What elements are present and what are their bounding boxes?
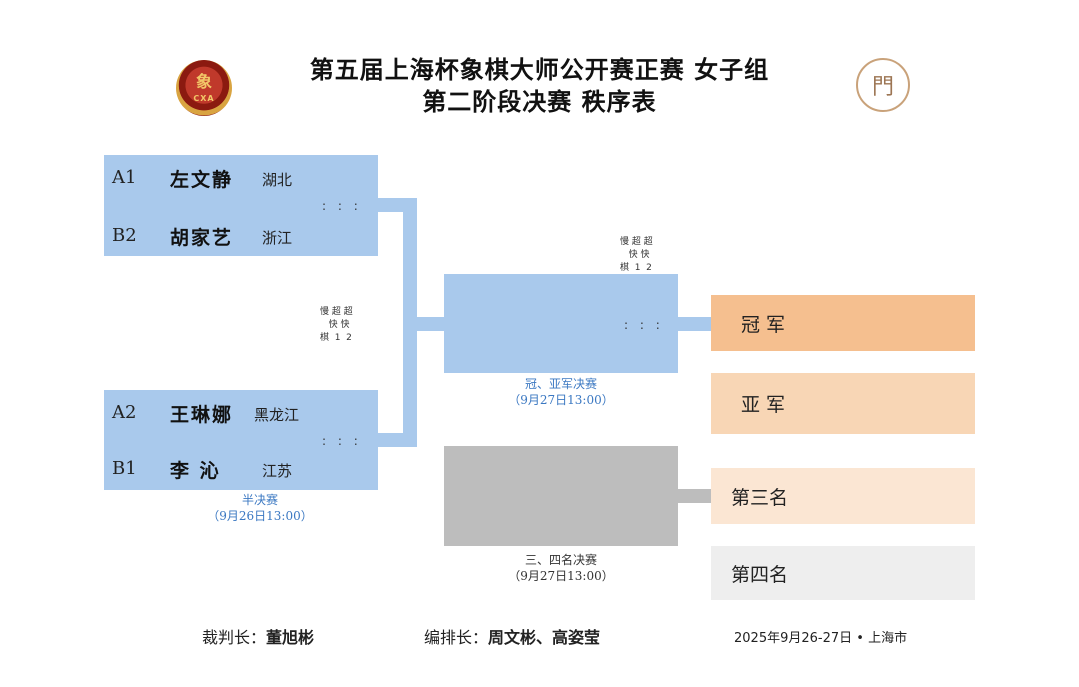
semifinal-time: （9月26日13:00） (207, 509, 313, 523)
scheduler-label: 编排长： (424, 628, 489, 647)
player-name: 左文静 (170, 169, 234, 191)
third-place-rank-label: 第三名 (731, 486, 789, 509)
format-legend-row: 快 快 (620, 250, 650, 260)
page-title: 第五届上海杯象棋大师公开赛正赛 女子组 (309, 56, 770, 84)
score-slots: : : : (322, 434, 362, 448)
format-legend-row: 棋 1 2 (620, 263, 652, 273)
connector (678, 317, 711, 331)
connector (403, 198, 417, 447)
third-place-label: 三、四名决赛 (524, 553, 597, 567)
seed-a2: A2 (112, 402, 137, 423)
chief-referee-label: 裁判长： (202, 628, 267, 647)
date-place: 2025年9月26-27日 • 上海市 (734, 631, 908, 646)
seed-b1: B1 (112, 458, 137, 479)
connector (378, 433, 417, 447)
score-slots: : : : (322, 199, 362, 213)
runner-up-label: 亚 军 (741, 394, 786, 416)
fourth-place-rank-label: 第四名 (731, 563, 789, 586)
cxa-logo-text: CXA (193, 94, 215, 103)
cxa-logo-glyph: 象 (195, 72, 212, 91)
organizer-logo-glyph: 門 (871, 75, 894, 100)
player-region: 湖北 (262, 171, 293, 189)
semifinal-caption: 半决赛 （9月26日13:00） (180, 492, 340, 524)
chief-referee: 裁判长：董旭彬 (202, 624, 314, 648)
page-subtitle: 第二阶段决赛 秩序表 (422, 88, 657, 116)
player-region: 江苏 (262, 462, 293, 480)
final-label: 冠、亚军决赛 (524, 377, 597, 391)
fourth-place-rank-box: 第四名 (711, 546, 975, 600)
chief-referee-name: 董旭彬 (266, 628, 315, 647)
third-place-time: （9月27日13:00） (508, 569, 614, 583)
format-legend-row: 快 快 (320, 320, 350, 330)
runner-up-box: 亚 军 (711, 373, 975, 434)
connector (417, 317, 444, 331)
player-name: 王琳娜 (170, 404, 234, 426)
scheduler-names: 周文彬、高姿莹 (488, 628, 601, 647)
format-legend-row: 慢 超 超 (320, 307, 353, 317)
format-legend: 慢 超 超 快 快 棋 1 2 (620, 236, 653, 275)
third-place-box (444, 446, 678, 546)
format-legend: 慢 超 超 快 快 棋 1 2 (320, 306, 353, 345)
third-place-caption: 三、四名决赛 （9月27日13:00） (481, 552, 641, 584)
third-place-rank-box: 第三名 (711, 468, 975, 524)
player-region: 浙江 (262, 229, 293, 247)
semifinal-1-box: A1 左文静 湖北 : : : B2 胡家艺 浙江 (104, 155, 378, 256)
connector (678, 489, 711, 503)
player-name: 李 沁 (170, 460, 221, 482)
player-region: 黑龙江 (254, 406, 300, 424)
semifinal-label: 半决赛 (241, 493, 278, 507)
semifinal-2-box: A2 王琳娜 黑龙江 : : : B1 李 沁 江苏 (104, 390, 378, 490)
seed-a1: A1 (112, 167, 137, 188)
format-legend-row: 棋 1 2 (320, 333, 352, 343)
final-caption: 冠、亚军决赛 （9月27日13:00） (481, 376, 641, 408)
organizer-logo: 門 (856, 58, 910, 112)
cxa-logo: 象 CXA (176, 60, 232, 116)
scheduler: 编排长：周文彬、高姿莹 (424, 624, 600, 648)
format-legend-row: 慢 超 超 (620, 237, 653, 247)
final-box: : : : (444, 274, 678, 373)
score-slots: : : : (624, 318, 664, 332)
final-time: （9月27日13:00） (508, 393, 614, 407)
player-name: 胡家艺 (170, 227, 234, 249)
champion-box: 冠 军 (711, 295, 975, 351)
champion-label: 冠 军 (741, 313, 786, 336)
seed-b2: B2 (112, 225, 137, 246)
